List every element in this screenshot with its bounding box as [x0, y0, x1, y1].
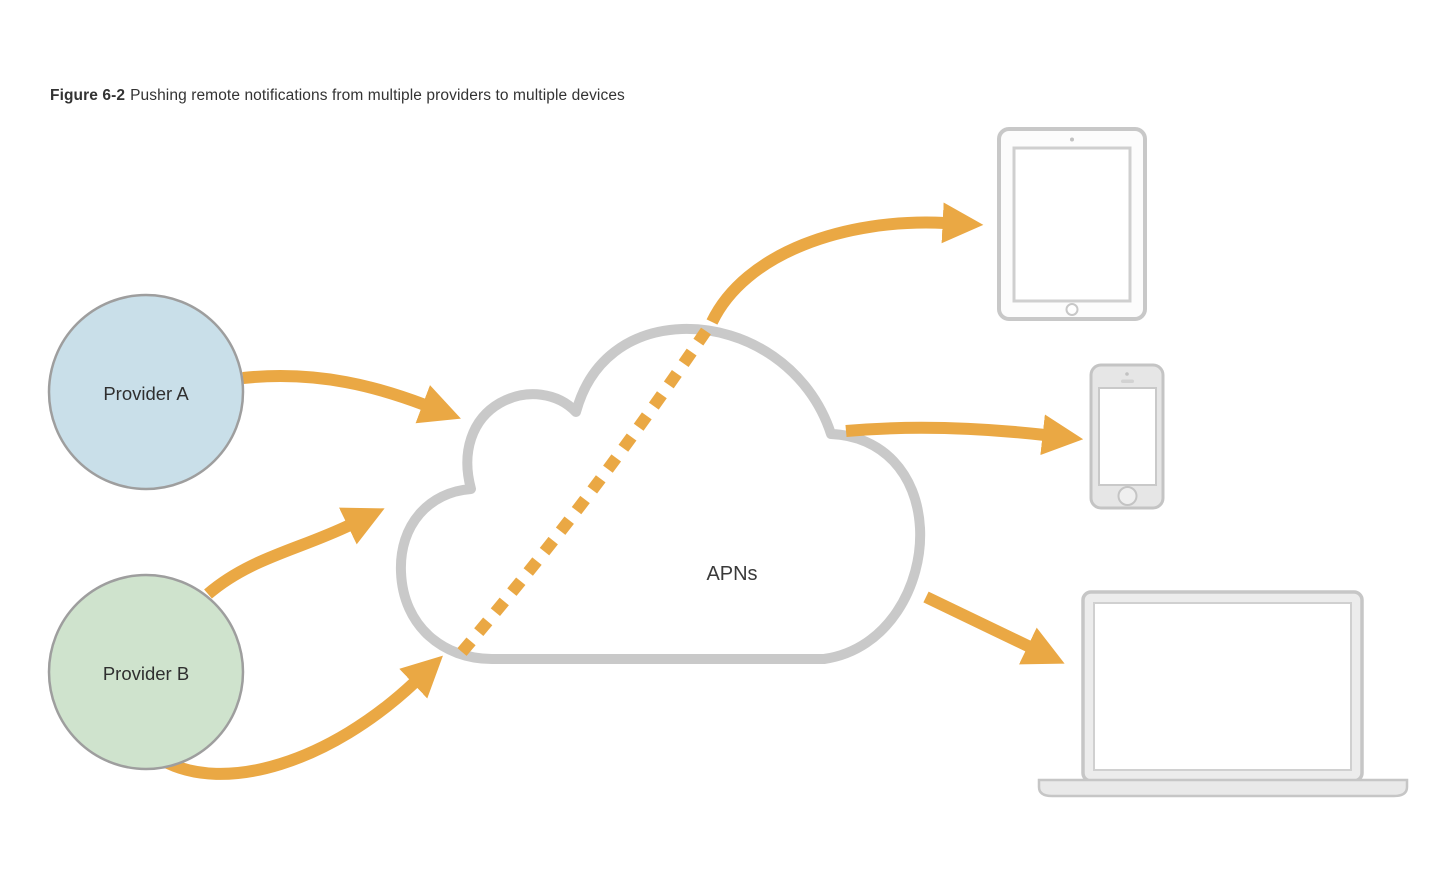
tablet-camera-dot: [1070, 137, 1074, 142]
provider-b-node: [47, 573, 245, 771]
tablet-home-button: [1065, 303, 1079, 316]
arrow-provider-b-to-apns-lower: [159, 655, 443, 780]
figure-caption-text: Pushing remote notifications from multip…: [130, 87, 625, 104]
phone-speaker: [1121, 379, 1134, 383]
phone-home-button: [1117, 486, 1138, 506]
apns-label: APNs: [706, 563, 757, 585]
arrow-provider-a-to-apns: [242, 370, 461, 424]
dashed-path-through-cloud: [457, 327, 711, 656]
laptop-base: [1037, 778, 1409, 798]
tablet-device-icon: [997, 127, 1147, 321]
provider-a-label: Provider A: [103, 383, 189, 404]
tablet-screen: [1012, 146, 1132, 303]
phone-device-icon: [1089, 363, 1165, 510]
provider-a-node: [47, 293, 245, 491]
phone-screen: [1098, 387, 1157, 486]
laptop-screen: [1093, 602, 1352, 771]
phone-camera-dot: [1125, 372, 1129, 376]
figure-number: Figure 6-2: [50, 87, 126, 104]
provider-b-label: Provider B: [103, 663, 189, 684]
arrow-apns-to-phone: [845, 414, 1084, 456]
laptop-device-icon: [1037, 590, 1409, 798]
arrow-provider-b-to-apns-upper: [204, 507, 385, 599]
cloud-icon: [395, 323, 926, 664]
arrow-apns-to-laptop: [923, 591, 1065, 665]
arrow-apns-to-tablet: [706, 202, 984, 325]
